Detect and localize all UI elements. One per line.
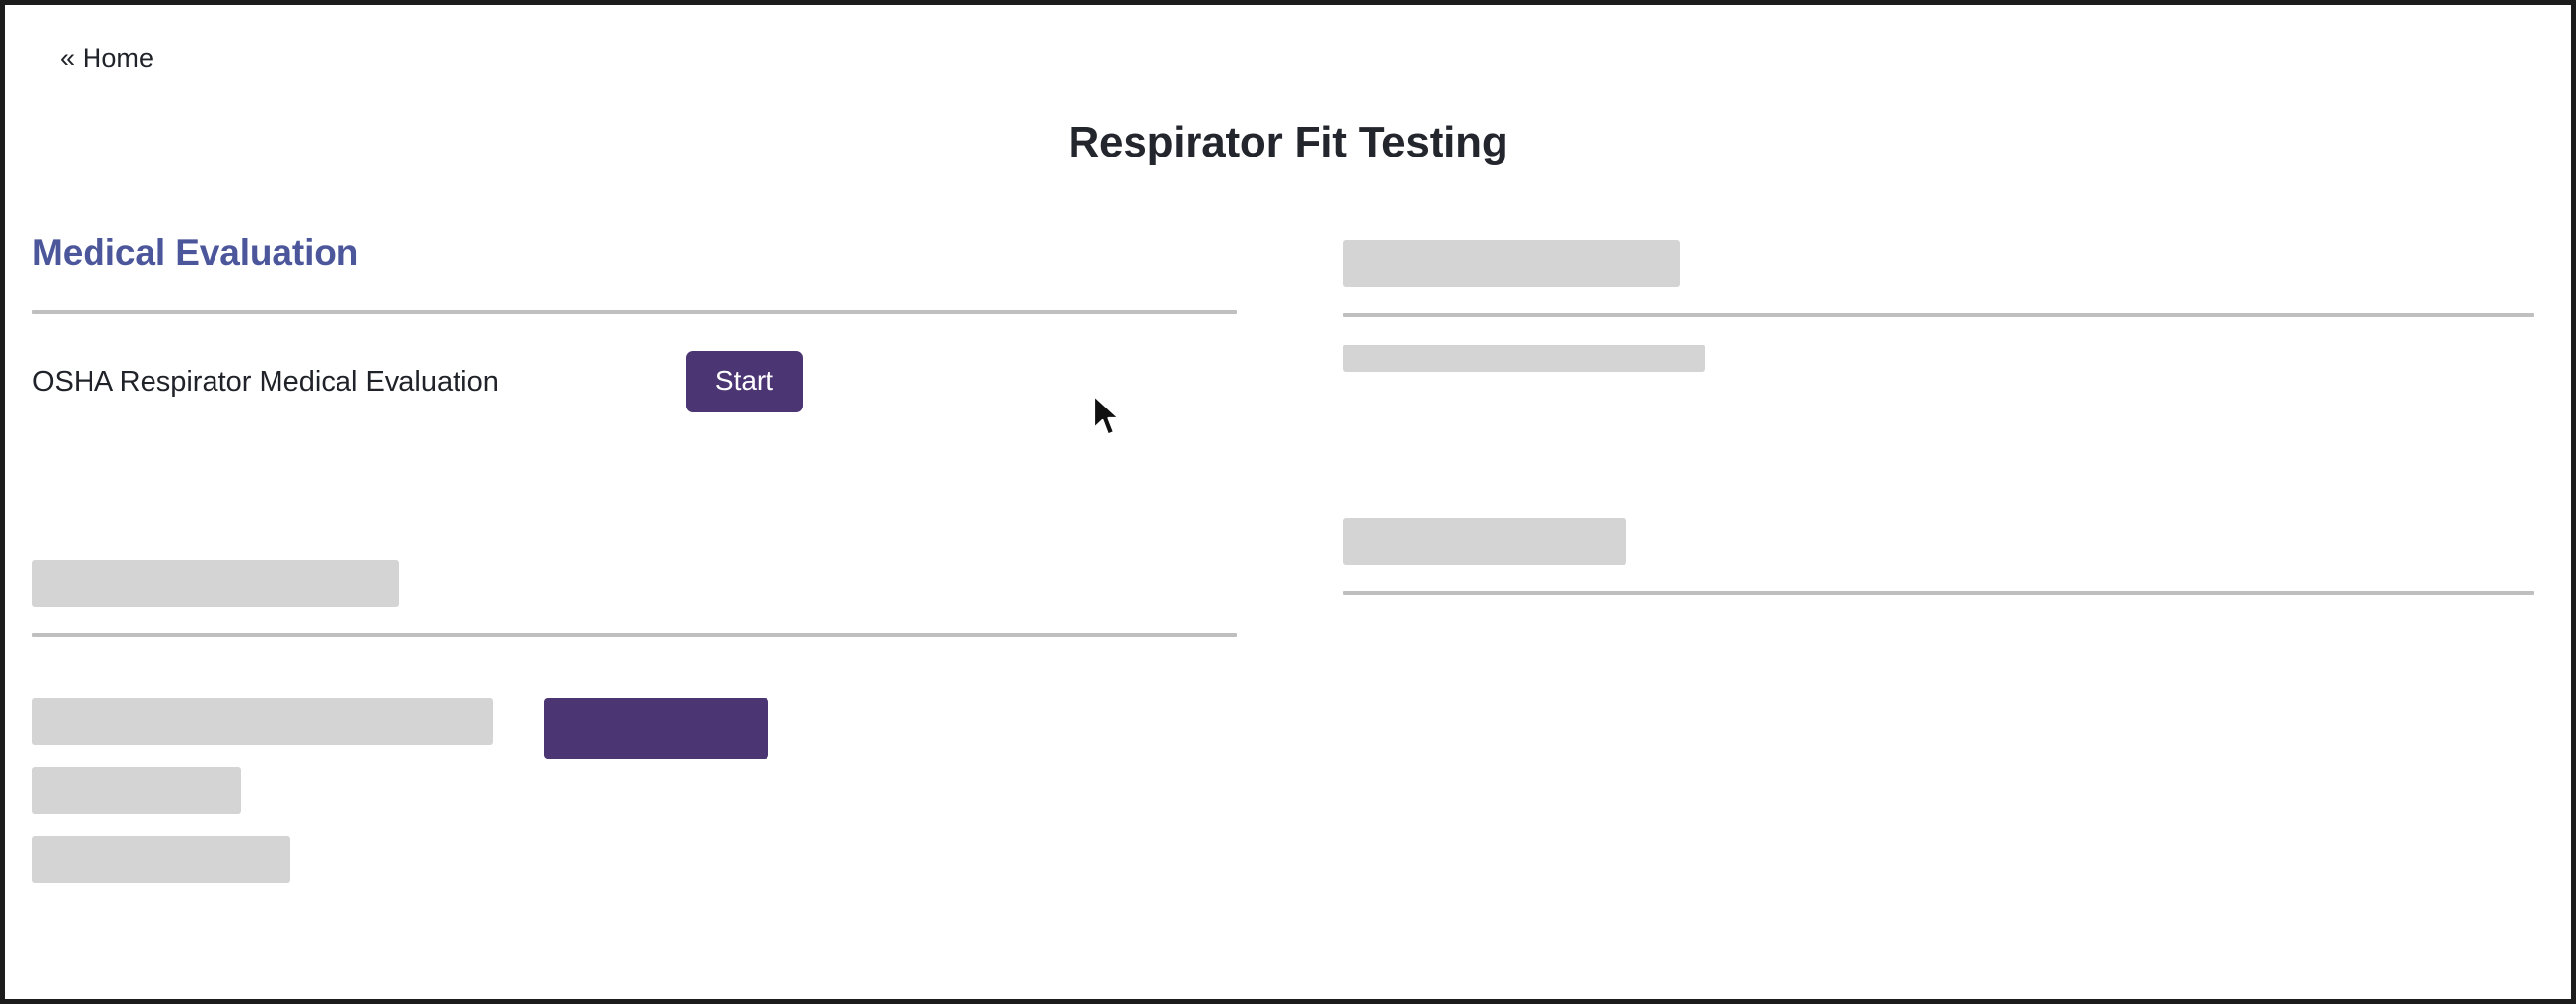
start-button[interactable]: Start	[685, 351, 804, 413]
placeholder-header-bar	[32, 560, 399, 608]
placeholder-line	[1343, 345, 1705, 372]
list-item: OSHA Respirator Medical Evaluation Start	[32, 349, 1237, 414]
page-root: « Home Respirator Fit Testing Medical Ev…	[5, 5, 2571, 999]
placeholder-line-stack	[32, 698, 493, 884]
placeholder-header-bar	[1343, 518, 1626, 565]
placeholder-header-bar	[1343, 240, 1680, 287]
placeholder-section-divider	[32, 633, 1237, 638]
placeholder-section-divider	[1343, 591, 2534, 595]
breadcrumb-home-link[interactable]: « Home	[60, 43, 154, 73]
right-placeholder-section-bottom	[1343, 518, 2534, 595]
placeholder-section-divider	[1343, 313, 2534, 317]
right-column	[1343, 202, 2534, 595]
placeholder-line	[32, 767, 241, 815]
placeholder-line	[32, 698, 493, 746]
section-divider	[32, 310, 1237, 315]
left-column: Medical Evaluation OSHA Respirator Medic…	[32, 202, 1237, 884]
medical-evaluation-section: Medical Evaluation OSHA Respirator Medic…	[32, 202, 1237, 414]
left-placeholder-section	[32, 560, 1237, 884]
placeholder-line	[32, 836, 290, 884]
list-item-action: Start	[685, 351, 804, 413]
list-item-label: OSHA Respirator Medical Evaluation	[32, 365, 499, 398]
placeholder-content-group	[32, 698, 1237, 884]
section-heading-medical-evaluation: Medical Evaluation	[32, 232, 359, 273]
placeholder-action-block[interactable]	[544, 698, 768, 760]
page-title: Respirator Fit Testing	[1068, 118, 1508, 166]
placeholder-primary-button[interactable]	[544, 698, 768, 760]
right-placeholder-section-top	[1343, 202, 2534, 372]
